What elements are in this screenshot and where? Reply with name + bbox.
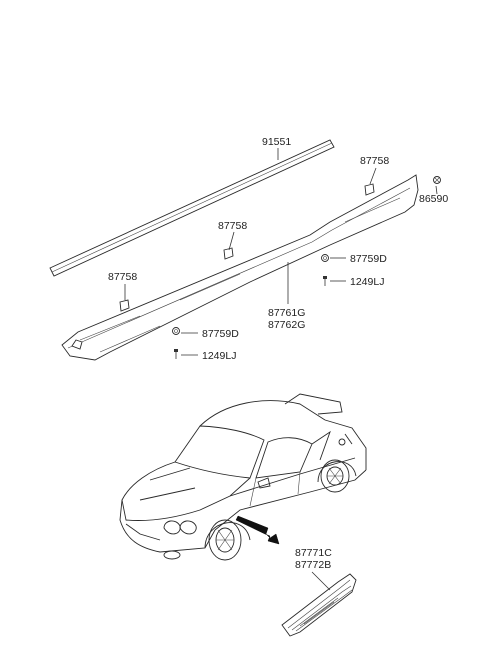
screw-1249lj-left[interactable] <box>174 349 178 359</box>
label-86590: 86590 <box>419 193 448 205</box>
label-1249lj-left: 1249LJ <box>202 350 236 362</box>
side-garnish[interactable] <box>281 573 357 637</box>
label-87761g: 87761G <box>268 307 305 319</box>
label-87758-left: 87758 <box>108 271 137 283</box>
leader-garnish <box>311 571 331 591</box>
clip-87758-mid[interactable] <box>223 247 234 260</box>
label-87759d-left: 87759D <box>202 328 239 340</box>
clip-87758-left[interactable] <box>119 299 130 312</box>
sill-indicator-arrow <box>235 515 280 545</box>
screw-1249lj-right[interactable] <box>323 276 327 286</box>
label-87772b: 87772B <box>295 559 331 571</box>
side-sill-moulding[interactable] <box>61 174 419 361</box>
nut-87759d-left[interactable] <box>172 327 180 335</box>
strip-91551[interactable] <box>49 139 335 277</box>
nut-87759d-right[interactable] <box>321 254 329 262</box>
fastener-86590[interactable] <box>433 176 441 184</box>
label-87762g: 87762G <box>268 319 305 331</box>
label-87771c: 87771C <box>295 547 332 559</box>
sill-front-tab <box>71 339 83 350</box>
car-illustration <box>119 393 367 561</box>
label-1249lj-right: 1249LJ <box>350 276 384 288</box>
label-87758-right: 87758 <box>360 155 389 167</box>
leader-lines <box>124 148 438 356</box>
label-87758-mid: 87758 <box>218 220 247 232</box>
label-87759d-right: 87759D <box>350 253 387 265</box>
label-91551: 91551 <box>262 136 291 148</box>
clip-87758-right[interactable] <box>364 183 375 196</box>
